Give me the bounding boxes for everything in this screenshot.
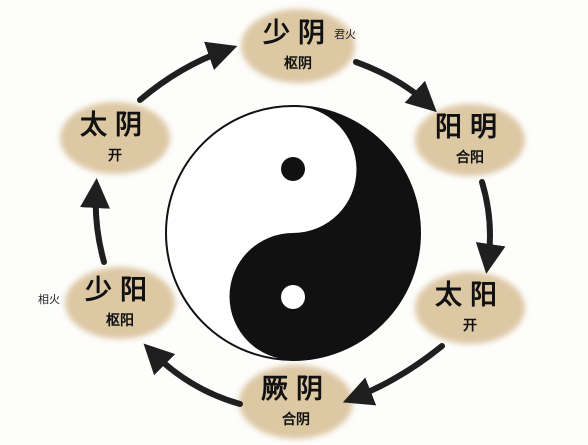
yin-yang-symbol (165, 105, 421, 361)
node-role: 枢阴 (284, 56, 312, 72)
node-role: 开 (108, 148, 122, 164)
tag-xianghuo: 相火 (38, 293, 60, 306)
node-role: 合阴 (282, 412, 310, 428)
node-name: 太阳 (435, 280, 505, 311)
arrow-shaoyin-to-yangming (353, 59, 437, 113)
node-name: 厥阴 (261, 374, 331, 405)
arrow-taiyang-to-jueyin (342, 343, 445, 406)
node-bg-yangming (415, 104, 525, 176)
node-shaoyang: 少阳 枢阳 (60, 261, 180, 345)
node-bg-taiyin (60, 102, 170, 174)
node-shaoyin: 少阴 枢阴 (238, 4, 358, 88)
node-name: 少阳 (85, 275, 155, 306)
node-role: 开 (463, 318, 477, 334)
yin-eye (281, 285, 305, 309)
node-jueyin: 厥阴 合阴 (236, 360, 356, 444)
node-taiyin: 太阴 开 (55, 96, 175, 180)
node-name: 少阴 (263, 18, 333, 49)
tag-junhuo: 君火 (334, 28, 356, 41)
node-bg-shaoyin (241, 9, 355, 83)
arrow-taiyin-to-shaoyin (137, 41, 238, 103)
node-bg-shaoyang (65, 267, 175, 339)
node-name: 太阴 (80, 110, 150, 141)
node-role: 枢阳 (106, 313, 134, 329)
node-bg-taiyang (415, 272, 525, 344)
yang-eye (281, 157, 305, 181)
arrow-yangming-to-taiyang (475, 179, 506, 274)
node-yangming: 阳明 合阳 (410, 98, 530, 182)
node-name: 阳明 (435, 112, 505, 143)
arrow-jueyin-to-shaoyang (143, 343, 243, 407)
cycle-arrows (80, 41, 506, 407)
node-role: 合阳 (456, 150, 484, 166)
node-bg-jueyin (239, 365, 353, 439)
arrow-shaoyang-to-taiyin (80, 178, 110, 265)
yin-half (229, 106, 420, 360)
node-taiyang: 太阳 开 (410, 266, 530, 350)
node-backgrounds (60, 9, 525, 439)
